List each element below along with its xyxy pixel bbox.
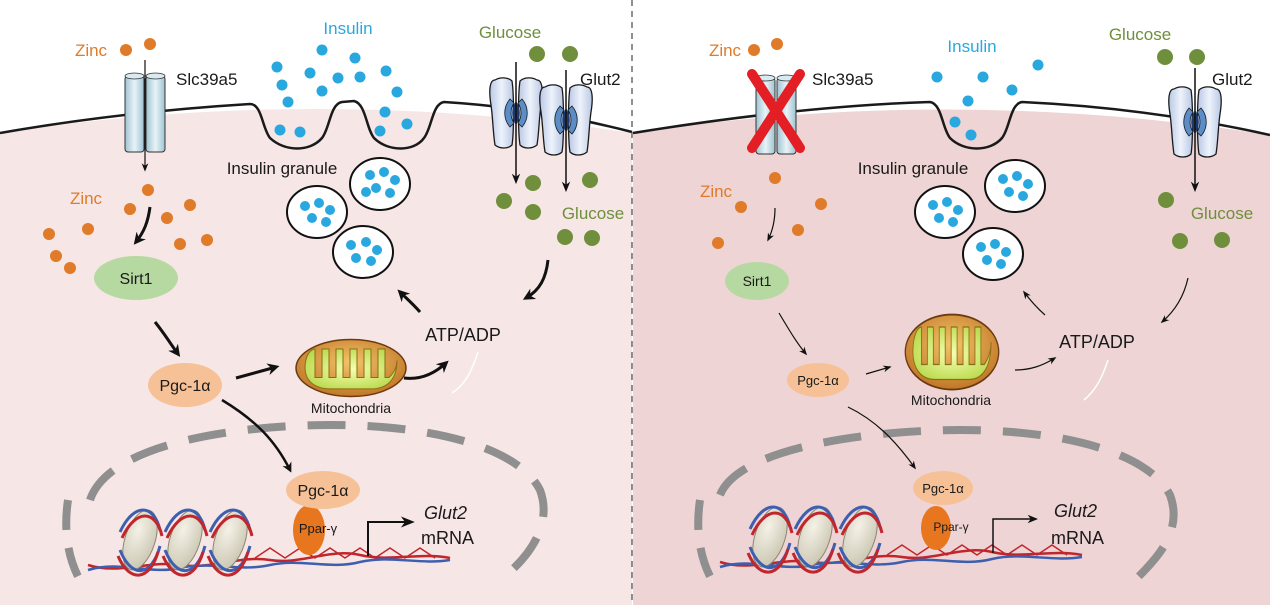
zinc-dots-intracellular <box>712 172 827 249</box>
ppar-gamma-label: Ppar-γ <box>299 521 338 536</box>
pgc1a-to-nucleus-arrow <box>847 406 916 470</box>
zinc-dot <box>748 44 760 56</box>
pgc1a-to-mito-arrow <box>235 363 280 380</box>
glut2-gene-label: Glut2 <box>1054 501 1097 521</box>
insulin-dots-right <box>931 59 1044 141</box>
glucose-label: Glucose <box>479 23 541 42</box>
mitochondria-icon <box>904 313 1000 391</box>
dna-strand <box>719 544 1083 569</box>
decorative-highlight <box>1083 359 1109 401</box>
cell-membrane-right <box>632 100 1270 150</box>
nucleus-envelope <box>716 425 1178 588</box>
nucleus-envelope <box>694 499 722 593</box>
glucose-label: Glucose <box>1109 25 1171 44</box>
ppar-gamma-node <box>921 506 951 550</box>
mitochondria-label: Mitochondria <box>311 400 391 416</box>
left-panel-normal: Insulin Zinc Slc39a5 Zinc Sirt1 Pgc-1α <box>0 19 633 605</box>
mito-to-atp-arrow <box>403 360 449 380</box>
insulin-granule <box>332 225 394 279</box>
pgc1a-nucleus-label: Pgc-1α <box>922 481 964 496</box>
mrna-label: mRNA <box>1051 528 1104 548</box>
pgc1a-to-nucleus-arrow <box>221 398 292 473</box>
pgc1a-nucleus-node <box>286 471 360 509</box>
mitochondria-label: Mitochondria <box>911 392 991 408</box>
glucose-dot <box>1158 192 1174 208</box>
zinc-dot <box>771 38 783 50</box>
glucose-dot <box>562 46 578 62</box>
zinc-in-label: Zinc <box>700 182 733 201</box>
pgc1a-label: Pgc-1α <box>159 378 210 395</box>
insulin-granule-label: Insulin granule <box>227 159 338 178</box>
sirt1-to-pgc1a-arrow <box>153 321 181 357</box>
mito-to-atp-arrow <box>1014 357 1057 371</box>
insulin-granule-label: Insulin granule <box>858 159 969 178</box>
transcription-start-arrow <box>992 514 1039 553</box>
mitochondria-icon <box>295 338 407 398</box>
sirt1-label: Sirt1 <box>120 271 153 288</box>
glucose-dot <box>1157 49 1173 65</box>
slc39a5-label: Slc39a5 <box>176 70 237 89</box>
zinc-dot <box>144 38 156 50</box>
atp-adp-label: ATP/ADP <box>425 325 501 345</box>
mrna-label: mRNA <box>421 528 474 548</box>
pgc1a-label: Pgc-1α <box>797 373 839 388</box>
glut2-gene-label: Glut2 <box>424 503 467 523</box>
sirt1-label: Sirt1 <box>743 273 772 289</box>
insulin-granule <box>286 185 348 239</box>
zinc-label: Zinc <box>75 41 108 60</box>
slc39a5-label: Slc39a5 <box>812 70 873 89</box>
insulin-granule <box>962 227 1024 281</box>
transcription-start-arrow <box>367 516 415 556</box>
glucose-dot <box>1214 232 1230 248</box>
atp-to-secretion-arrow <box>1022 290 1046 316</box>
glucose-in-label: Glucose <box>1191 204 1253 223</box>
cell-membrane-left <box>0 99 633 150</box>
zinc-in-label: Zinc <box>70 189 103 208</box>
zinc-to-sirt1-arrow <box>133 206 152 245</box>
insulin-label: Insulin <box>947 37 996 56</box>
insulin-granule <box>349 157 411 211</box>
glut2-label: Glut2 <box>1212 70 1253 89</box>
right-panel-knockout: Insulin Zinc Slc39a5 Zinc Sirt1 <box>632 25 1270 605</box>
pgc1a-node <box>787 363 849 397</box>
glut2-label: Glut2 <box>580 70 621 89</box>
glucose-dots-intracellular <box>496 172 600 246</box>
glucose-to-atp-arrow <box>1160 277 1189 324</box>
insulin-granule <box>984 159 1046 213</box>
decorative-highlight <box>451 351 479 394</box>
pgc1a-node <box>148 363 222 407</box>
insulin-label: Insulin <box>323 19 372 38</box>
ppar-gamma-node <box>293 505 325 555</box>
sirt1-to-pgc1a-arrow <box>778 312 808 356</box>
glucose-dot <box>529 46 545 62</box>
insulin-dots-left <box>271 44 413 138</box>
zinc-dot <box>120 44 132 56</box>
glucose-to-atp-arrow <box>522 259 550 300</box>
pgc1a-nucleus-node <box>913 471 973 505</box>
sirt1-node <box>94 256 178 300</box>
glucose-dot <box>1172 233 1188 249</box>
glucose-dot <box>1189 49 1205 65</box>
sirt1-node <box>725 262 789 300</box>
ppar-gamma-label: Ppar-γ <box>933 520 968 534</box>
zinc-to-sirt1-arrow <box>767 207 776 242</box>
pgc1a-to-mito-arrow <box>865 365 892 375</box>
zinc-dots-intracellular <box>43 184 213 274</box>
insulin-granule <box>914 185 976 239</box>
knockout-x-icon <box>747 69 805 153</box>
pgc1a-nucleus-label: Pgc-1α <box>297 483 348 500</box>
zinc-label: Zinc <box>709 41 742 60</box>
atp-adp-label: ATP/ADP <box>1059 332 1135 352</box>
atp-to-secretion-arrow <box>397 289 422 313</box>
glucose-in-label: Glucose <box>562 204 624 223</box>
nucleus-envelope <box>62 499 90 593</box>
